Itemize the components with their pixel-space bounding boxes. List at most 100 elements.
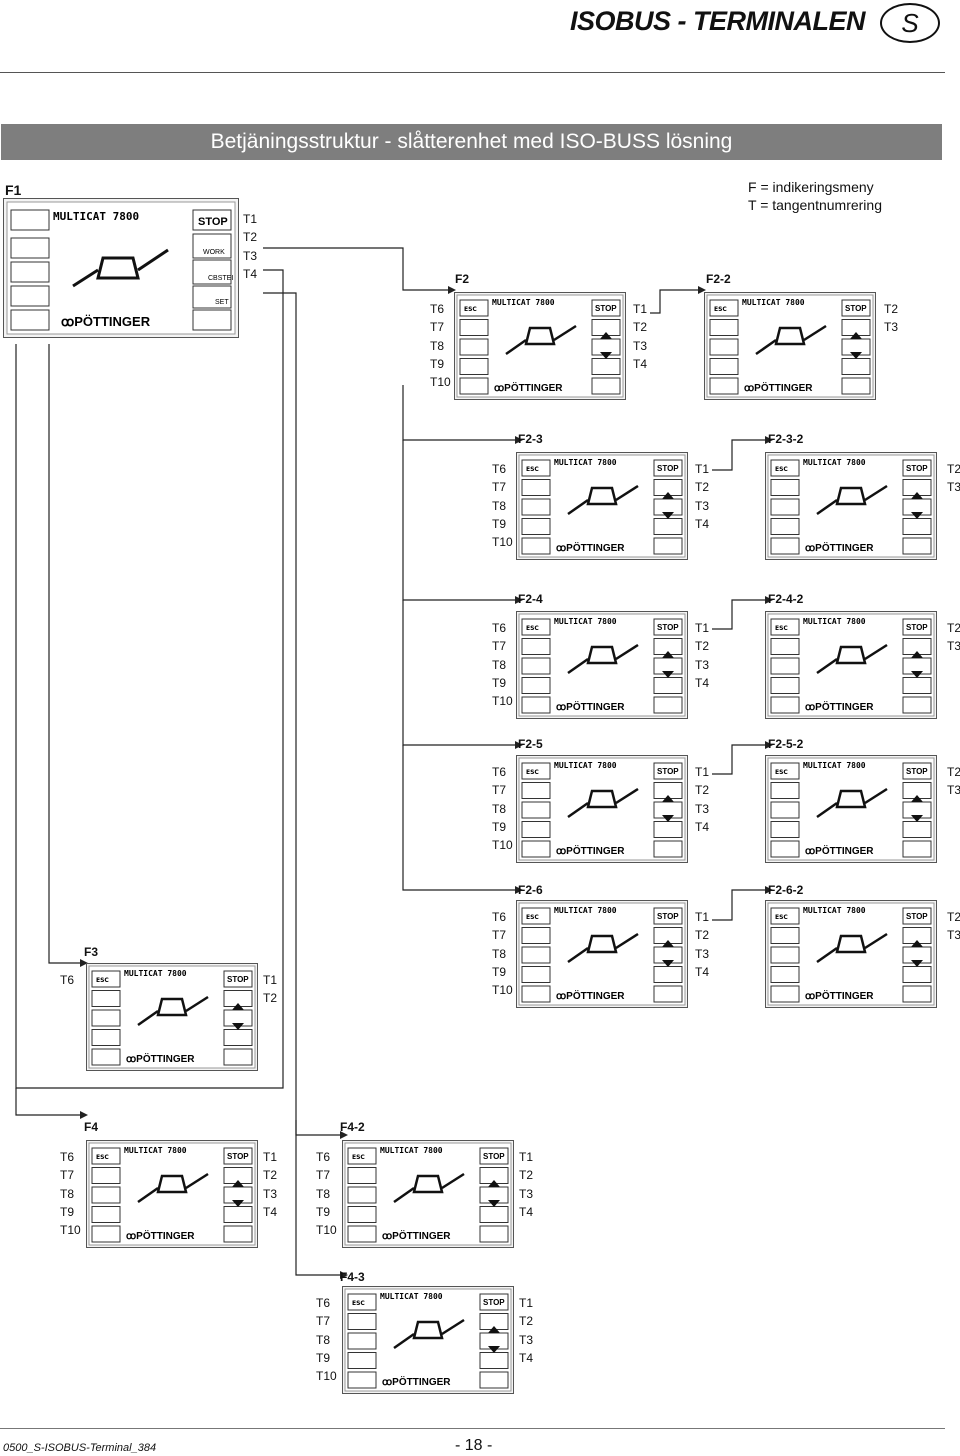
- key-label-t10: T10: [492, 838, 513, 853]
- svg-text:ESC: ESC: [714, 306, 727, 313]
- svg-text:STOP: STOP: [227, 1152, 249, 1161]
- header-divider: [0, 72, 945, 73]
- language-badge: S: [880, 3, 940, 43]
- svg-text:ꝏPÖTTINGER: ꝏPÖTTINGER: [805, 844, 874, 857]
- svg-text:ESC: ESC: [526, 625, 539, 632]
- key-label-t7: T7: [430, 320, 445, 335]
- svg-text:MULTICAT 7800: MULTICAT 7800: [742, 298, 805, 307]
- svg-text:ESC: ESC: [464, 306, 477, 313]
- key-label-t2: T2: [519, 1168, 534, 1183]
- key-label-t3: T3: [695, 498, 710, 513]
- screen-f1: MULTICAT 7800 STOP WORK CBSTEI SET ꝏPÖTT…: [3, 198, 239, 338]
- document-code: 0500_S-ISOBUS-Terminal_384: [3, 1442, 157, 1454]
- legend: F = indikeringsmeny T = tangentnumrering: [748, 178, 882, 214]
- svg-text:ꝏPÖTTINGER: ꝏPÖTTINGER: [126, 1052, 195, 1065]
- svg-text:MULTICAT 7800: MULTICAT 7800: [554, 458, 617, 467]
- terminal-screen: ESC STOP MULTICAT 7800 ꝏPÖTTINGER: [516, 611, 688, 719]
- svg-text:STOP: STOP: [657, 464, 679, 473]
- key-label-t6: T6: [316, 1150, 331, 1164]
- svg-text:ESC: ESC: [526, 466, 539, 473]
- svg-text:STOP: STOP: [906, 767, 928, 776]
- svg-text:ꝏPÖTTINGER: ꝏPÖTTINGER: [805, 700, 874, 713]
- key-label-t3: T3: [947, 480, 960, 495]
- svg-text:MULTICAT 7800: MULTICAT 7800: [554, 906, 617, 915]
- key-label-t10: T10: [316, 1223, 337, 1238]
- svg-text:ꝏPÖTTINGER: ꝏPÖTTINGER: [805, 541, 874, 554]
- key-label-t3: T3: [947, 928, 960, 943]
- key-label-t6: T6: [492, 462, 507, 476]
- key-label-t10: T10: [492, 983, 513, 998]
- key-label-t3: T3: [519, 1332, 534, 1347]
- svg-text:ESC: ESC: [352, 1300, 365, 1307]
- key-label-t2: T2: [947, 910, 960, 924]
- key-label-t8: T8: [60, 1186, 75, 1201]
- svg-text:ꝏPÖTTINGER: ꝏPÖTTINGER: [805, 989, 874, 1002]
- key-label-t8: T8: [492, 498, 507, 513]
- label-f4-3: F4-3: [340, 1270, 365, 1284]
- svg-text:MULTICAT 7800: MULTICAT 7800: [803, 761, 866, 770]
- svg-text:STOP: STOP: [906, 912, 928, 921]
- svg-text:STOP: STOP: [595, 304, 617, 313]
- key-label-t8: T8: [492, 657, 507, 672]
- terminal-screen: MULTICAT 7800 STOP WORK CBSTEI SET ꝏPÖTT…: [3, 198, 239, 338]
- svg-text:STOP: STOP: [483, 1298, 505, 1307]
- key-label-t2: T2: [695, 928, 710, 943]
- key-label-t6: T6: [492, 765, 507, 779]
- svg-text:STOP: STOP: [227, 975, 249, 984]
- svg-text:ESC: ESC: [352, 1154, 365, 1161]
- svg-text:ꝏPÖTTINGER: ꝏPÖTTINGER: [556, 989, 625, 1002]
- section-banner: Betjäningsstruktur - slåtterenhet med IS…: [1, 124, 942, 160]
- svg-text:ꝏPÖTTINGER: ꝏPÖTTINGER: [556, 700, 625, 713]
- screen-f3-keys-left: T6: [60, 971, 74, 989]
- svg-text:ꝏPÖTTINGER: ꝏPÖTTINGER: [556, 844, 625, 857]
- legend-f: F = indikeringsmeny: [748, 179, 874, 195]
- key-label-t3: T3: [519, 1186, 534, 1201]
- key-label-t8: T8: [316, 1186, 331, 1201]
- svg-text:MULTICAT 7800: MULTICAT 7800: [554, 617, 617, 626]
- svg-text:STOP: STOP: [657, 623, 679, 632]
- key-label-t10: T10: [60, 1223, 81, 1238]
- svg-text:STOP: STOP: [906, 623, 928, 632]
- key-label-t3: T3: [695, 657, 710, 672]
- svg-text:STOP: STOP: [483, 1152, 505, 1161]
- key-label-t2: T2: [884, 302, 899, 316]
- key-label-t7: T7: [492, 639, 507, 654]
- key-label-t6: T6: [316, 1296, 331, 1310]
- key-label-t2: T2: [633, 320, 648, 335]
- key-label-t8: T8: [492, 801, 507, 816]
- page-header-title: ISOBUS - TERMINALEN: [569, 6, 866, 36]
- svg-text:MULTICAT 7800: MULTICAT 7800: [803, 458, 866, 467]
- label-f2-4-2: F2-4-2: [768, 592, 804, 606]
- key-label-t3: T3: [263, 1186, 278, 1201]
- label-f3: F3: [84, 945, 99, 959]
- svg-text:WORK: WORK: [203, 249, 225, 256]
- key-label-t8: T8: [316, 1332, 331, 1347]
- svg-text:ESC: ESC: [775, 625, 788, 632]
- key-label-t7: T7: [492, 783, 507, 798]
- key-label-t2: T2: [695, 480, 710, 495]
- key-label-t9: T9: [492, 675, 507, 690]
- key-label-t7: T7: [492, 928, 507, 943]
- label-f2-3-2: F2-3-2: [768, 432, 804, 446]
- key-label-t2: T2: [947, 621, 960, 635]
- label-f4: F4: [84, 1120, 99, 1134]
